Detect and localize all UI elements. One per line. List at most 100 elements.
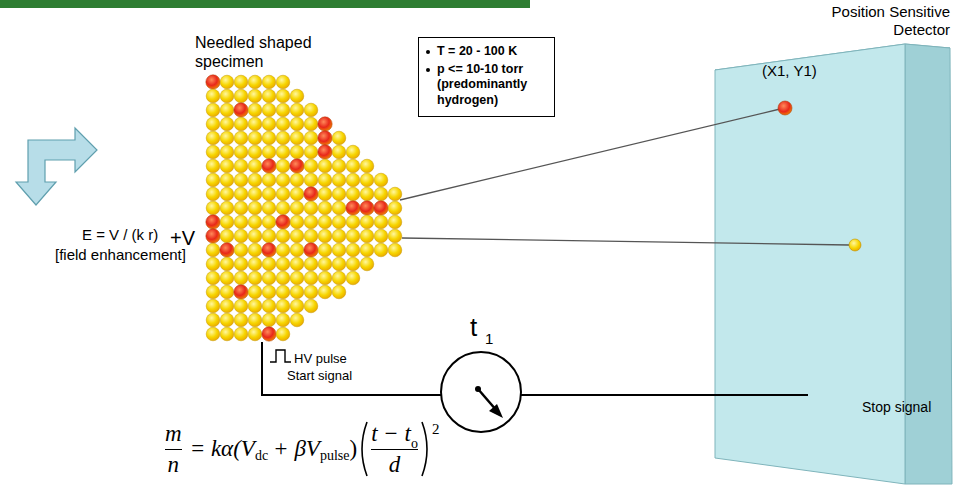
matrix-atom — [360, 229, 374, 243]
solute-atom — [220, 243, 234, 257]
matrix-atom — [248, 187, 262, 201]
matrix-atom — [304, 229, 318, 243]
solute-atom — [290, 159, 304, 173]
matrix-atom — [248, 215, 262, 229]
matrix-atom — [262, 271, 276, 285]
solute-atom — [318, 145, 332, 159]
matrix-atom — [206, 313, 220, 327]
matrix-atom — [206, 145, 220, 159]
matrix-atom — [304, 117, 318, 131]
matrix-atom — [346, 215, 360, 229]
matrix-atom — [374, 215, 388, 229]
matrix-atom — [276, 103, 290, 117]
matrix-atom — [304, 285, 318, 299]
condition-text: T = 20 - 100 K — [437, 44, 517, 60]
matrix-atom — [248, 257, 262, 271]
matrix-atom — [332, 215, 346, 229]
solute-atom — [206, 215, 220, 229]
matrix-atom — [374, 243, 388, 257]
fraction-bar — [165, 449, 182, 450]
bullet-dot — [426, 68, 430, 72]
solute-atom — [346, 201, 360, 215]
formula-term: + βV — [273, 436, 320, 461]
matrix-atom — [220, 117, 234, 131]
numerator: t − to — [371, 421, 418, 446]
matrix-atom — [290, 257, 304, 271]
timer-subscript: 1 — [485, 330, 493, 348]
matrix-atom — [332, 131, 346, 145]
matrix-atom — [346, 271, 360, 285]
matrix-atom — [262, 229, 276, 243]
matrix-atom — [388, 215, 402, 229]
matrix-atom — [276, 131, 290, 145]
detector-face — [905, 44, 952, 484]
specimen-label: Needled shaped specimen — [195, 33, 330, 71]
matrix-atom — [206, 159, 220, 173]
matrix-atom — [234, 89, 248, 103]
hit-coordinates: (X1, Y1) — [762, 62, 817, 79]
matrix-atom — [304, 173, 318, 187]
fraction: mn — [165, 421, 182, 477]
matrix-atom — [290, 215, 304, 229]
matrix-atom — [304, 131, 318, 145]
matrix-atom — [304, 159, 318, 173]
formula-symbol: m — [165, 421, 182, 446]
matrix-atom — [234, 299, 248, 313]
matrix-atom — [220, 313, 234, 327]
formula-term: = kα(V — [190, 436, 255, 461]
matrix-atom — [248, 145, 262, 159]
solute-atom — [234, 285, 248, 299]
timer-pivot — [475, 386, 481, 392]
matrix-atom — [276, 327, 290, 341]
detector-hit — [778, 101, 792, 115]
matrix-atom — [206, 327, 220, 341]
matrix-atom — [346, 187, 360, 201]
field-equation: E = V / (k r) — [82, 226, 158, 244]
matrix-atom — [262, 89, 276, 103]
matrix-atom — [346, 257, 360, 271]
matrix-atom — [290, 201, 304, 215]
matrix-atom — [290, 299, 304, 313]
solute-atom — [206, 75, 220, 89]
matrix-atom — [332, 243, 346, 257]
mass-to-charge-formula: mn= kα(Vdc+ βVpulse)t − tod2 — [163, 420, 439, 478]
matrix-atom — [262, 215, 276, 229]
matrix-atom — [262, 131, 276, 145]
formula-subscript: pulse — [320, 448, 350, 463]
matrix-atom — [248, 75, 262, 89]
matrix-atom — [290, 89, 304, 103]
matrix-atom — [262, 285, 276, 299]
matrix-atom — [234, 201, 248, 215]
detector-face — [715, 44, 905, 484]
timer-hand-head — [489, 404, 503, 418]
matrix-atom — [206, 173, 220, 187]
matrix-atom — [220, 159, 234, 173]
matrix-atom — [206, 187, 220, 201]
matrix-atom — [234, 159, 248, 173]
matrix-atom — [290, 229, 304, 243]
matrix-atom — [332, 187, 346, 201]
matrix-atom — [206, 201, 220, 215]
matrix-atom — [248, 117, 262, 131]
denominator: d — [389, 452, 401, 477]
formula-term: t − t — [371, 421, 411, 446]
matrix-atom — [290, 313, 304, 327]
matrix-atom — [318, 243, 332, 257]
matrix-atom — [276, 89, 290, 103]
field-note: [field enhancement] — [55, 246, 186, 264]
matrix-atom — [276, 159, 290, 173]
matrix-atom — [262, 75, 276, 89]
formula-term: ) — [349, 436, 357, 461]
matrix-atom — [346, 173, 360, 187]
denominator: n — [168, 452, 180, 477]
matrix-atom — [206, 131, 220, 145]
matrix-atom — [220, 75, 234, 89]
matrix-atom — [332, 285, 346, 299]
matrix-atom — [220, 229, 234, 243]
matrix-atom — [290, 131, 304, 145]
matrix-atom — [234, 229, 248, 243]
matrix-atom — [388, 187, 402, 201]
matrix-atom — [276, 285, 290, 299]
matrix-atom — [220, 131, 234, 145]
